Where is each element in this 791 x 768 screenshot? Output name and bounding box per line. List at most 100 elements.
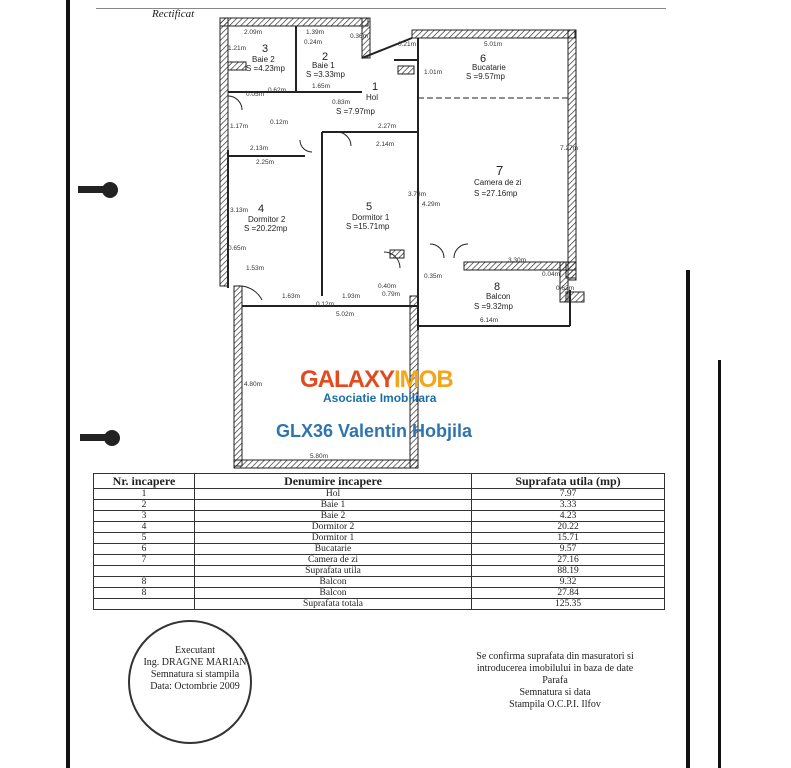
room-4-name: Dormitor 2 (248, 215, 286, 224)
dim-label: 0.62m (268, 87, 286, 94)
table-cell: Suprafata utila (194, 565, 472, 577)
table-cell: 1 (93, 488, 195, 500)
dim-label: 0.36m (350, 33, 368, 40)
room-4-number: 4 (258, 203, 264, 215)
table-cell: 9.57 (471, 543, 665, 555)
dim-label: 1.39m (306, 29, 324, 36)
room-5-number: 5 (366, 201, 372, 213)
room-6-name: Bucatarie (472, 63, 506, 72)
confirm-line-3: Parafa (542, 675, 568, 686)
table-cell: 3.33 (471, 499, 665, 511)
dim-label: 1.01m (424, 69, 442, 76)
table-cell: 2 (93, 499, 195, 511)
table-cell: 27.84 (471, 587, 665, 599)
dim-label: 2.09m (244, 29, 262, 36)
table-cell: 8 (93, 576, 195, 588)
dim-label: 3.73m (408, 191, 426, 198)
table-cell: 125.35 (471, 598, 665, 610)
dim-label: 2.25m (256, 159, 274, 166)
table-cell (93, 565, 195, 577)
handwritten-note: Rectificat (152, 8, 195, 20)
right-page-edge-2 (718, 360, 721, 768)
dim-label: 2.14m (376, 141, 394, 148)
executant-block: Executant Ing. DRAGNE MARIAN Semnatura s… (120, 645, 270, 693)
table-cell: 27.16 (471, 554, 665, 566)
table-cell: 8 (93, 587, 195, 599)
agent-watermark: GLX36 Valentin Hobjila (276, 421, 473, 441)
interior-walls (227, 26, 571, 330)
dim-label: 6.14m (480, 317, 498, 324)
room-1-number: 1 (372, 81, 378, 93)
table-cell: 5 (93, 532, 195, 544)
right-page-edge (686, 270, 690, 768)
room-3-number: 3 (262, 43, 268, 55)
table-header: Suprafata utila (mp) (471, 473, 665, 489)
dim-label: 0.21m (398, 41, 416, 48)
room-1-area: S =7.97mp (336, 107, 375, 116)
top-border-line (96, 8, 666, 9)
executant-label: Executant (175, 645, 215, 656)
table-cell: Balcon (194, 576, 472, 588)
room-7-number: 7 (496, 163, 503, 178)
table-cell: Bucatarie (194, 543, 472, 555)
executant-date: Data: Octombrie 2009 (150, 681, 240, 692)
dim-label: 0.35m (424, 273, 442, 280)
dim-label: 0.12m (270, 119, 288, 126)
dim-label: 0.62m (556, 285, 574, 292)
room-5-name: Dormitor 1 (352, 213, 390, 222)
table-cell: Dormitor 2 (194, 521, 472, 533)
dim-label: 1.93m (342, 293, 360, 300)
table-cell: 88.19 (471, 565, 665, 577)
executant-signature: Semnatura si stampila (150, 669, 240, 680)
room-5-area: S =15.71mp (346, 222, 390, 231)
room-2-area: S =3.33mp (306, 70, 345, 79)
dim-label: 1.17m (230, 123, 248, 130)
room-area-table: Nr. incapere Denumire incapere Suprafata… (93, 473, 665, 610)
dim-label: 2.13m (250, 145, 268, 152)
room-2-number: 2 (322, 51, 328, 63)
table-cell: Baie 1 (194, 499, 472, 511)
brand-part-1: GALAXY (300, 366, 395, 393)
table-cell: 15.71 (471, 532, 665, 544)
dim-label: 0.05m (246, 91, 264, 98)
official-stamp (128, 620, 252, 744)
table-header: Nr. incapere (93, 473, 195, 489)
outer-walls (219, 17, 585, 469)
dim-label: 4.80m (244, 381, 262, 388)
room-6-area: S =9.57mp (466, 72, 505, 81)
confirmation-block: Se confirma suprafata din masuratori si … (440, 651, 670, 711)
confirm-line-2: introducerea imobilului in baza de date (476, 663, 634, 674)
table-cell: Baie 2 (194, 510, 472, 522)
brand-watermark-logo: GALAXYIMOB (300, 366, 454, 394)
table-cell: 20.22 (471, 521, 665, 533)
column-blocks (227, 61, 577, 279)
table-header: Denumire incapere (194, 473, 472, 489)
brand-part-2: IMOB (394, 366, 454, 393)
dim-label: 0.83m (332, 99, 350, 106)
executant-name: Ing. DRAGNE MARIAN (143, 657, 247, 668)
dimension-labels: 2.09m 1.39m 0.24m 0.36m 0.21m 5.01m 1.21… (228, 29, 578, 460)
dim-label: 0.65m (228, 245, 246, 252)
binder-clip-top (78, 182, 118, 198)
room-3-area: S =4.23mp (246, 64, 285, 73)
dim-label: 4.29m (422, 201, 440, 208)
table-cell: Camera de zi (194, 554, 472, 566)
room-4-area: S =20.22mp (244, 224, 288, 233)
room-8-number: 8 (494, 281, 500, 293)
room-1-name: Hol (366, 93, 378, 102)
dim-label: 2.27m (378, 123, 396, 130)
dim-label: 3.30m (508, 257, 526, 264)
dim-label: 3.13m (230, 207, 248, 214)
binder-clip-bottom (80, 430, 120, 446)
table-cell: 7 (93, 554, 195, 566)
confirm-line-4: Semnatura si data (519, 687, 591, 698)
